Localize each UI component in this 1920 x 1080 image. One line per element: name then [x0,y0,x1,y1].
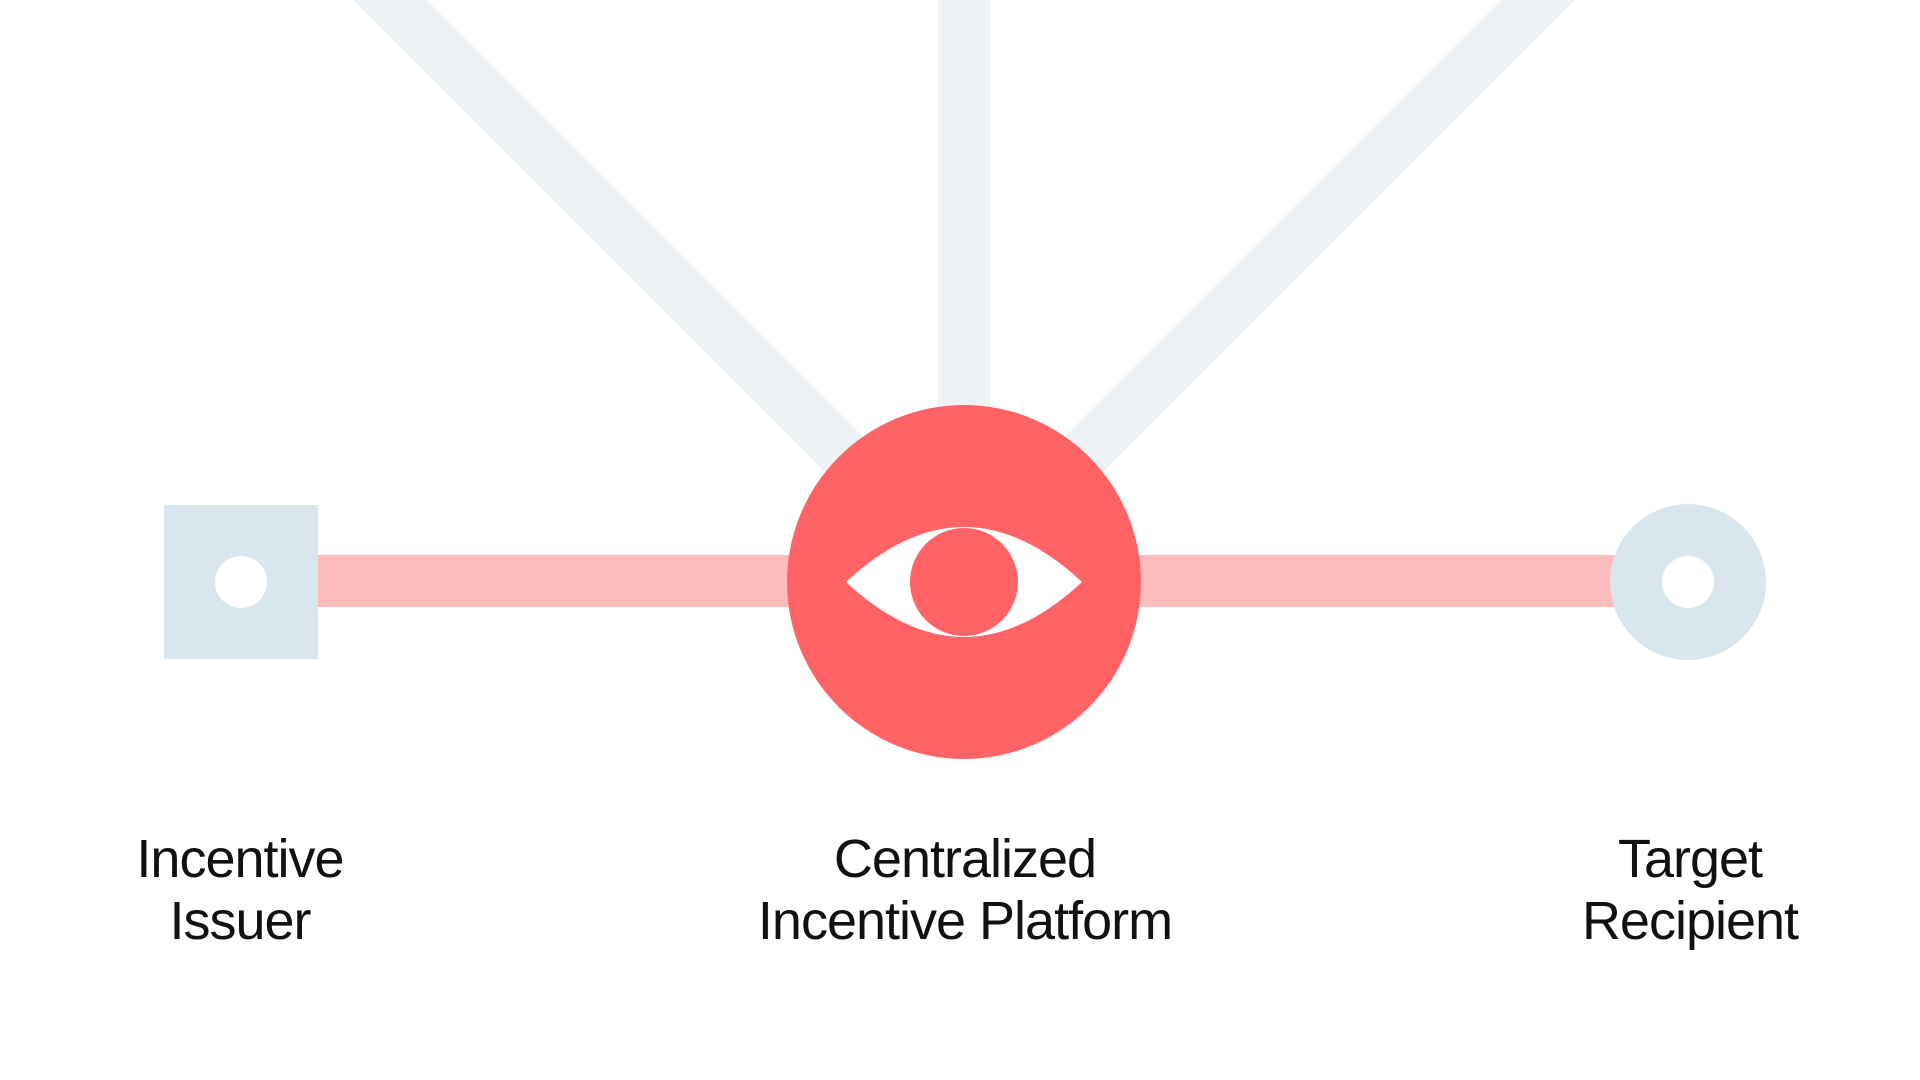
issuer-label-line2: Issuer [169,891,311,951]
recipient-center-dot [1662,556,1714,608]
platform-label: Centralized Incentive Platform [715,828,1215,952]
recipient-label: Target Recipient [1540,828,1840,952]
issuer-node [164,505,318,659]
recipient-label-line1: Target [1617,829,1763,889]
platform-label-line1: Centralized [833,829,1097,889]
recipient-label-line2: Recipient [1581,891,1799,951]
platform-hub [787,405,1141,759]
connector-issuer-platform [318,555,818,607]
issuer-center-dot [215,556,267,608]
issuer-label: Incentive Issuer [90,828,390,952]
platform-label-line2: Incentive Platform [757,891,1173,951]
issuer-label-line1: Incentive [136,829,344,889]
eye-icon [846,527,1082,637]
recipient-node [1610,504,1766,660]
connector-platform-recipient [1110,555,1630,607]
